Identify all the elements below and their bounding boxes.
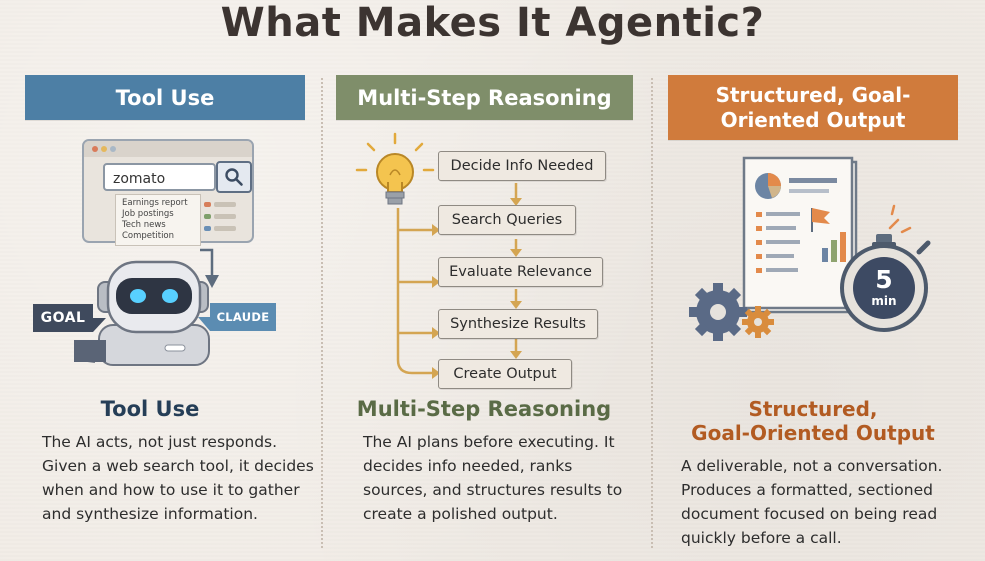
- banner-tool-use: Tool Use: [25, 75, 305, 120]
- heading-line: Structured,: [748, 397, 878, 421]
- heading-line: Goal-Oriented Output: [691, 421, 935, 445]
- goal-tag: GOAL: [33, 304, 93, 332]
- gear-icon: [742, 306, 774, 338]
- browser-dot: [92, 146, 98, 152]
- search-icon: [225, 168, 243, 186]
- stopwatch-icon: 5 min: [840, 234, 931, 332]
- claude-tag: CLAUDE: [210, 303, 276, 331]
- search-input[interactable]: zomato: [103, 163, 216, 191]
- document-icon: [742, 156, 858, 314]
- heading-multi-step-reasoning: Multi-Step Reasoning: [356, 397, 612, 421]
- step-search-queries: Search Queries: [438, 205, 576, 235]
- suggestion-item[interactable]: Competition: [122, 231, 175, 241]
- description-structured-output: A deliverable, not a conversation. Produ…: [681, 457, 943, 547]
- description-multi-step-reasoning: The AI plans before executing. It decide…: [363, 433, 623, 523]
- column-divider-left: [321, 78, 323, 548]
- heading-tool-use: Tool Use: [100, 397, 200, 421]
- bar-chart-icon: [822, 232, 846, 262]
- step-evaluate-relevance: Evaluate Relevance: [438, 257, 603, 287]
- flag-icon: [811, 208, 830, 232]
- banner-multi-step-reasoning: Multi-Step Reasoning: [336, 75, 633, 120]
- step-synthesize-results: Synthesize Results: [438, 309, 598, 339]
- heading-structured-output: Structured, Goal-Oriented Output: [668, 397, 958, 445]
- banner-structured-output: Structured, Goal-Oriented Output: [668, 75, 958, 140]
- search-suggestions: Earnings report Job postings Tech news C…: [115, 194, 201, 246]
- suggestion-item[interactable]: Job postings: [122, 209, 174, 219]
- browser-dot: [101, 146, 107, 152]
- suggestion-item[interactable]: Earnings report: [122, 198, 188, 208]
- column-divider-right: [651, 78, 653, 548]
- pie-chart-icon: [755, 173, 781, 199]
- timer-unit: min: [871, 294, 896, 308]
- timer-value: 5: [875, 265, 892, 294]
- step-create-output: Create Output: [438, 359, 572, 389]
- page-title: What Makes It Agentic?: [220, 0, 765, 46]
- step-decide-info: Decide Info Needed: [438, 151, 606, 181]
- browser-title-bar: [84, 141, 252, 157]
- lightbulb-icon: [355, 132, 435, 205]
- gear-icon: [689, 283, 747, 341]
- suggestion-item[interactable]: Tech news: [122, 220, 166, 230]
- browser-dot: [110, 146, 116, 152]
- search-button[interactable]: [216, 161, 252, 193]
- color-swatches-decoration: [200, 200, 248, 240]
- description-tool-use: The AI acts, not just responds. Given a …: [42, 433, 314, 523]
- robot-icon: [74, 248, 219, 366]
